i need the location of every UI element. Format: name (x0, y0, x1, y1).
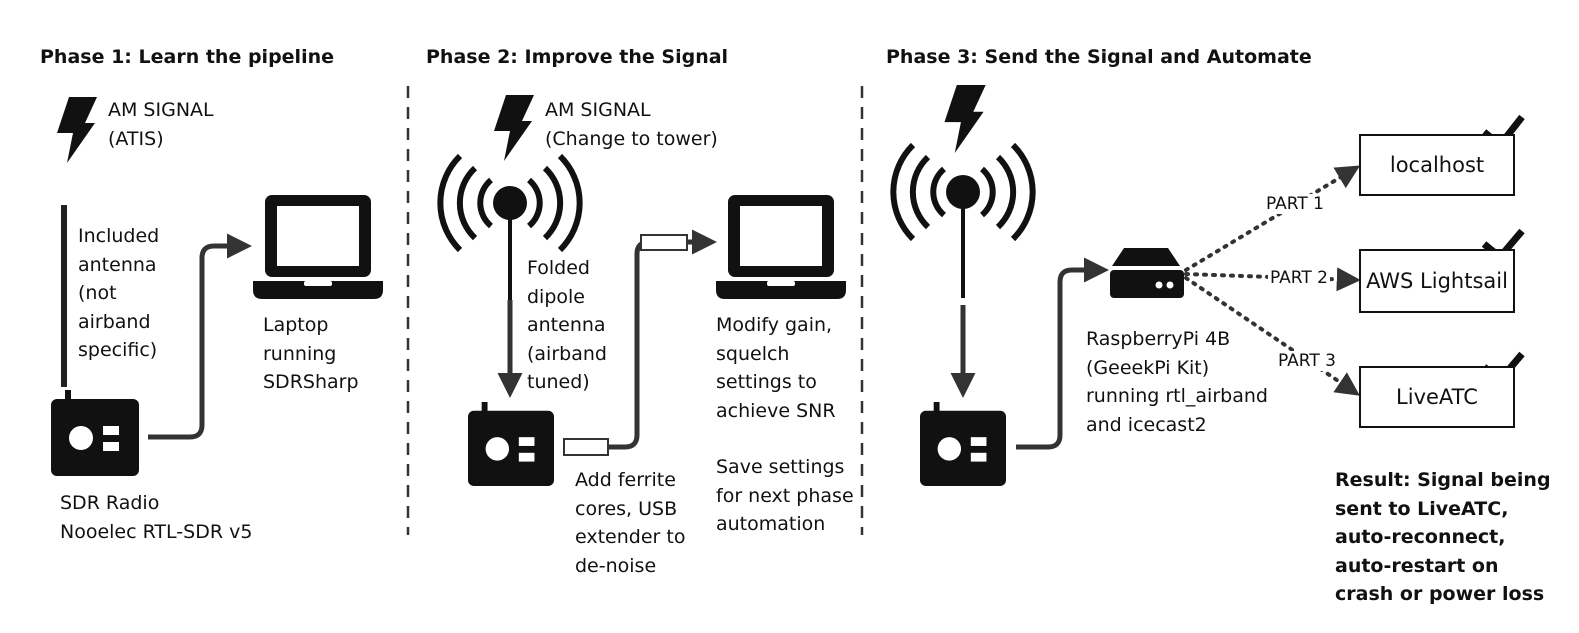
usb-extender (640, 234, 688, 251)
sdr-radio-icon (468, 401, 554, 487)
result-text: Result: Signal being sent to LiveATC, au… (1335, 469, 1551, 605)
laptop-label: Laptop running SDRSharp (263, 314, 359, 393)
part-2-label: PART 2 (1268, 268, 1330, 288)
lightning-icon (494, 95, 534, 161)
radio-label: SDR Radio Nooelec RTL-SDR v5 (60, 492, 253, 543)
destination-aws-lightsail: AWS Lightsail (1359, 249, 1515, 313)
laptop-icon (716, 195, 846, 299)
route-part-1 (1184, 165, 1361, 272)
save-settings-label: Save settings for next phase automation (716, 456, 854, 535)
sdr-radio-icon (51, 390, 139, 476)
antenna-label: Folded dipole antenna (airband tuned) (527, 257, 607, 393)
route-part-2 (1184, 267, 1361, 292)
lightning-icon (57, 97, 97, 163)
radio-tower-icon (890, 142, 1036, 298)
radio-to-laptop-connector (148, 233, 252, 440)
pi-label: RaspberryPi 4B (GeeekPi Kit) running rtl… (1086, 328, 1268, 436)
raspberry-pi-icon (1110, 248, 1184, 298)
laptop-icon (253, 195, 383, 299)
signal-label: AM SIGNAL (ATIS) (108, 99, 214, 150)
radio-tower-icon (437, 153, 583, 300)
phase-2-title: Phase 2: Improve the Signal (426, 46, 729, 68)
phase-3-title: Phase 3: Send the Signal and Automate (886, 46, 1312, 68)
tuning-label: Modify gain, squelch settings to achieve… (716, 314, 836, 422)
sdr-radio-icon (920, 401, 1006, 487)
destination-localhost: localhost (1359, 134, 1515, 196)
denoise-label: Add ferrite cores, USB extender to de-no… (575, 469, 686, 577)
radio-to-pi-connector (1016, 257, 1109, 450)
part-1-label: PART 1 (1264, 194, 1326, 214)
ferrite-core (563, 438, 609, 456)
signal-label: AM SIGNAL (Change to tower) (545, 99, 718, 150)
part-3-label: PART 3 (1276, 351, 1338, 371)
route-part-3 (1184, 276, 1360, 396)
lightning-icon (944, 85, 986, 153)
phase-1-title: Phase 1: Learn the pipeline (40, 46, 334, 68)
destination-liveatc: LiveATC (1359, 366, 1515, 428)
antenna-label: Included antenna (not airband specific) (78, 225, 160, 361)
